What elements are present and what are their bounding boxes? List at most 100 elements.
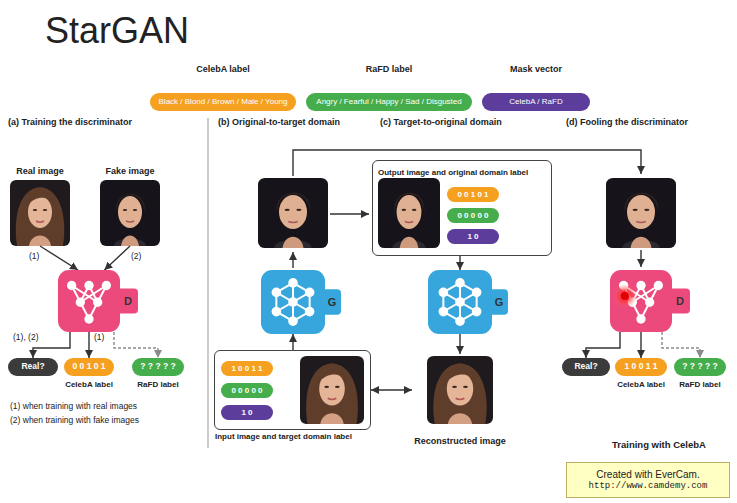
network-links — [67, 281, 111, 324]
network-neuron — [636, 314, 645, 323]
connector — [640, 332, 641, 358]
network-neuron — [636, 281, 645, 290]
block-body — [58, 270, 120, 332]
label-pill: ? ? ? ? ? — [674, 358, 726, 376]
network-block: D — [58, 270, 138, 332]
image-box: Real image — [10, 166, 70, 246]
network-neuron — [455, 278, 465, 288]
footnote: (2) when training with fake images — [10, 416, 139, 426]
node-text: http://www.camdemy.com — [589, 481, 708, 491]
node-text: Angry / Fearful / Happy / Sad / Disguste… — [316, 97, 461, 106]
title: StarGAN — [45, 10, 189, 51]
network-neuron — [272, 307, 282, 317]
network-neuron — [76, 298, 85, 307]
network-neuron — [102, 281, 111, 290]
label-pill: Real? — [562, 358, 610, 376]
output-caption: RaFD label — [679, 380, 720, 389]
block-body — [610, 270, 672, 332]
node-text: ? ? ? ? ? — [140, 362, 175, 372]
network-neuron — [455, 316, 465, 326]
output-caption: CelebA label — [617, 380, 665, 389]
output-caption: RaFD label — [137, 380, 178, 389]
connector — [88, 332, 89, 358]
output-caption: CelebA label — [65, 380, 113, 389]
network-neuron — [288, 316, 298, 326]
footnote: (1) when training with real images — [10, 402, 137, 412]
node-text: D — [670, 289, 690, 314]
network-block: D — [610, 270, 690, 332]
node-text: Output image and original domain label — [373, 165, 528, 177]
flow-arrow — [330, 213, 369, 214]
label-pill: CelebA / RaFD — [482, 93, 590, 111]
face-photo — [100, 180, 160, 246]
connector — [40, 246, 78, 270]
network-block: G — [428, 270, 508, 334]
node-text: 1 0 0 1 1 — [624, 362, 657, 372]
connector — [371, 389, 412, 390]
network-neuron — [472, 288, 482, 298]
node-text: Created with EverCam. — [596, 469, 699, 481]
block-body — [428, 270, 492, 334]
label-pill: 1 0 — [447, 229, 499, 244]
node-text: G — [490, 289, 508, 315]
network-neuron — [288, 297, 298, 307]
image-box: Reconstructed image — [412, 354, 508, 446]
face-photo — [378, 178, 440, 248]
block-body — [261, 270, 325, 334]
image-box: Fake image — [100, 166, 160, 246]
node-text: 0 0 0 0 0 — [231, 386, 262, 395]
label-pill: 0 0 0 0 0 — [221, 383, 273, 398]
network-neuron — [305, 307, 315, 317]
network-neuron — [654, 281, 663, 290]
connector — [459, 334, 460, 354]
legend-heading: Mask vector — [510, 64, 562, 74]
node-text: ? ? ? ? ? — [682, 362, 717, 372]
node-text: 1 0 — [467, 232, 478, 241]
node-text: 0 0 1 0 1 — [72, 362, 105, 372]
section-heading: (b) Original-to-target domain — [218, 117, 340, 127]
node-text: 0 0 0 0 0 — [457, 211, 488, 220]
node-text: D — [118, 289, 138, 314]
face-photo — [606, 178, 676, 248]
flow-arrow — [292, 252, 293, 268]
section-heading: (c) Target-to-original domain — [380, 117, 502, 127]
connector — [586, 332, 620, 358]
node-text: G — [323, 289, 341, 315]
network-neuron — [439, 288, 449, 298]
node-text: 0 0 1 0 1 — [457, 190, 488, 199]
edge-label: (1), (2) — [12, 333, 40, 343]
label-pill: ? ? ? ? ? — [132, 358, 184, 376]
edge-label: (1) — [28, 252, 40, 262]
edge-label: (1) — [93, 333, 105, 343]
connector — [104, 246, 130, 270]
face-photo — [10, 180, 70, 246]
highlight-glow — [613, 284, 637, 308]
label-pill: 0 0 0 0 0 — [447, 208, 499, 223]
label-pill: 1 0 0 1 1 — [221, 361, 273, 376]
node-text: 1 0 — [241, 408, 252, 417]
connector — [114, 332, 158, 358]
network-neuron — [439, 307, 449, 317]
node-text: Reconstructed image — [414, 436, 506, 446]
highlight-dot — [621, 292, 629, 300]
label-pill: 1 0 — [221, 405, 273, 420]
face-photo — [258, 178, 328, 248]
flow-arrow — [640, 250, 641, 267]
face-photo — [300, 356, 364, 424]
network-links — [272, 278, 315, 326]
network-neuron — [272, 288, 282, 298]
divider-line — [208, 118, 209, 448]
label-pill: Real? — [8, 358, 58, 376]
group-box: Output image and original domain label 0 … — [372, 160, 552, 256]
face-photo — [427, 356, 493, 424]
section-heading: (a) Training the discriminator — [8, 117, 132, 127]
node-text: Input image and target domain label — [215, 432, 352, 441]
node-text: Real? — [574, 362, 597, 372]
section-heading: (d) Fooling the discriminator — [566, 117, 688, 127]
group-box: Input image and target domain label1 0 0… — [214, 350, 371, 430]
network-neuron — [288, 278, 298, 288]
node-text: 1 0 0 1 1 — [231, 364, 262, 373]
label-pill: 0 0 1 0 1 — [64, 358, 114, 376]
